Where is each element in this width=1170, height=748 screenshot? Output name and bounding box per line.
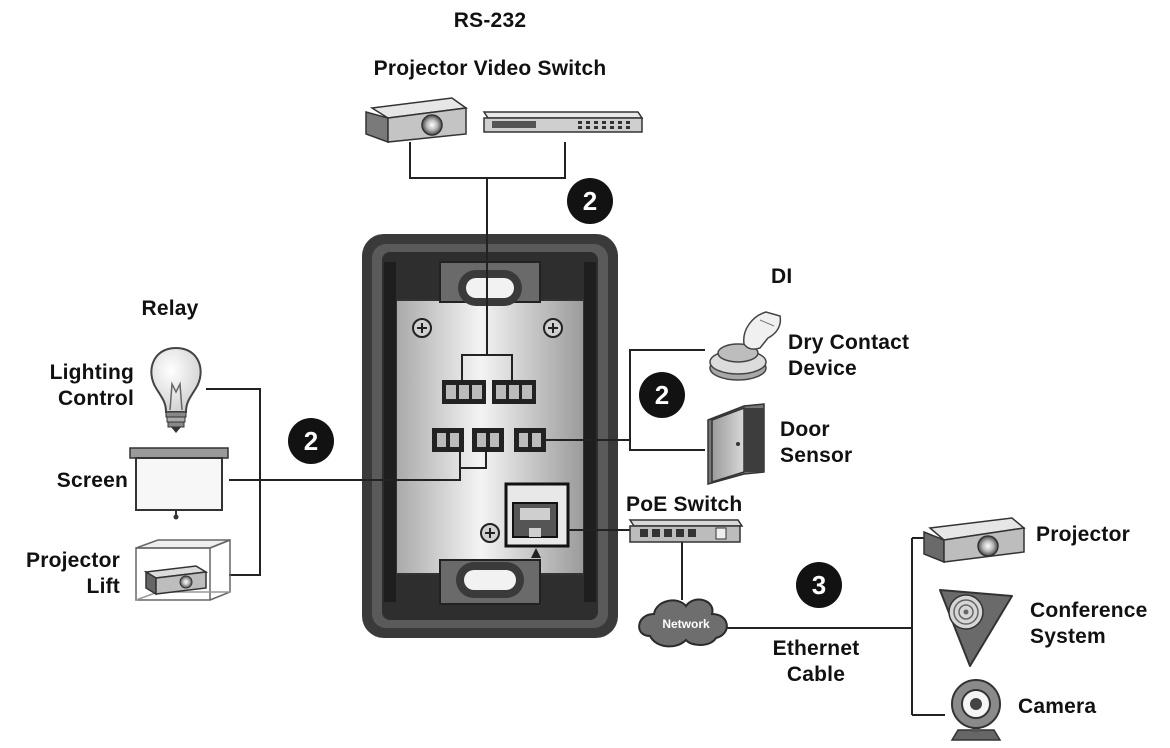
control-panel-device — [362, 234, 618, 638]
light-bulb-icon — [150, 346, 202, 433]
network-cloud-icon — [638, 598, 728, 648]
ethernet-port — [504, 482, 570, 558]
video-switch-icon — [482, 111, 644, 133]
poe-switch-label: PoE Switch — [626, 493, 743, 516]
connection-lines — [206, 142, 945, 716]
di-heading: DI — [771, 265, 793, 288]
projection-screen-icon — [129, 447, 229, 520]
rs232-terminal-block — [442, 380, 536, 404]
camera-label: Camera — [1018, 695, 1097, 718]
dry-contact-button-icon — [709, 311, 782, 381]
projector-label: Projector — [1036, 523, 1130, 546]
conference-system-label: Conference System — [1030, 599, 1148, 648]
projector-lift-label: Projector Lift — [26, 549, 120, 598]
screen-label: Screen — [56, 469, 128, 492]
conference-phone-icon — [939, 589, 1013, 667]
rs232-heading: RS-232 — [453, 9, 527, 32]
di-terminal-block — [514, 428, 546, 452]
screw-icon — [480, 523, 500, 543]
projector-lift-icon — [135, 538, 231, 601]
projector-icon — [923, 517, 1026, 564]
ethernet-cable-label: Ethernet Cable — [772, 637, 860, 686]
relay-terminal-block — [432, 428, 504, 452]
poe-switch-icon — [628, 519, 744, 543]
step-badge-di: 2 — [639, 372, 685, 418]
step-badge-rs232: 2 — [567, 178, 613, 224]
step-badge-relay: 2 — [288, 418, 334, 464]
relay-heading: Relay — [141, 297, 199, 320]
screw-icon — [412, 318, 432, 338]
camera-icon — [950, 679, 1002, 741]
lighting-control-label: Lighting Control — [49, 361, 134, 410]
dry-contact-device-label: Dry Contact Device — [788, 331, 910, 380]
projector-icon — [365, 97, 468, 144]
step-badge-ethernet: 3 — [796, 562, 842, 608]
door-sensor-label: Door Sensor — [780, 418, 853, 467]
screw-icon — [543, 318, 563, 338]
door-sensor-icon — [707, 403, 765, 485]
projector-video-switch-label: Projector Video Switch — [373, 57, 607, 80]
network-label: Network — [662, 617, 710, 631]
